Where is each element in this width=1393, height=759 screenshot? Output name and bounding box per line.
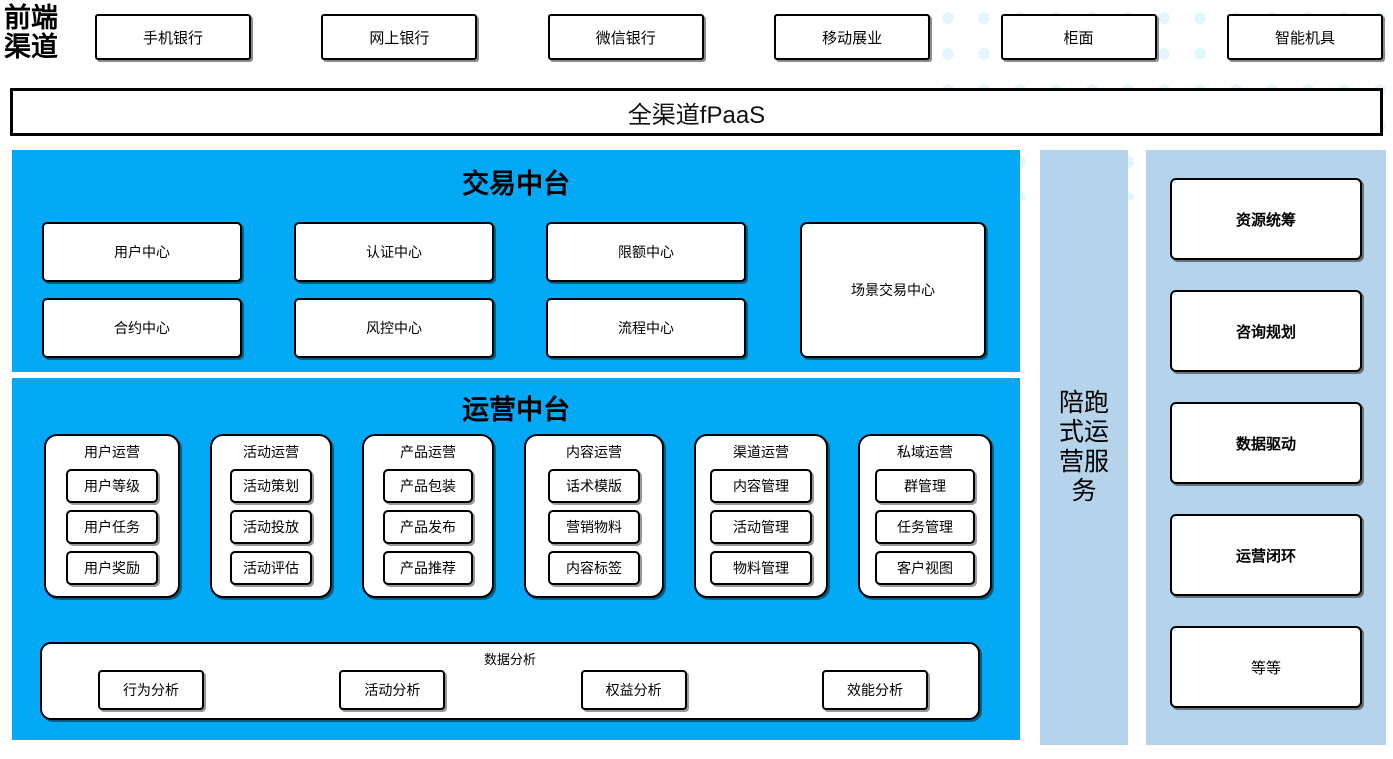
trade-module-limit-center[interactable]: 限额中心 bbox=[546, 222, 746, 282]
data-analysis-panel: 数据分析 行为分析 活动分析 权益分析 效能分析 bbox=[40, 642, 980, 720]
ops-item-material-management[interactable]: 物料管理 bbox=[710, 551, 812, 585]
channel-box-mobile-bank[interactable]: 手机银行 bbox=[95, 14, 251, 60]
ops-item-campaign-delivery[interactable]: 活动投放 bbox=[230, 510, 312, 544]
trade-module-contract-center[interactable]: 合约中心 bbox=[42, 298, 242, 358]
channel-box-counter[interactable]: 柜面 bbox=[1000, 14, 1157, 60]
service-column-label: 陪跑式运营服务 bbox=[1058, 388, 1109, 506]
data-analysis-item-campaign[interactable]: 活动分析 bbox=[339, 670, 446, 710]
ops-column-title: 产品运营 bbox=[400, 444, 456, 460]
front-channel-label-line2: 渠道 bbox=[4, 32, 58, 63]
service-column: 陪跑式运营服务 bbox=[1040, 150, 1128, 745]
operations-column-group: 用户运营 用户等级 用户任务 用户奖励 活动运营 活动策划 活动投放 活动评估 … bbox=[44, 434, 992, 598]
operations-center-panel: 运营中台 用户运营 用户等级 用户任务 用户奖励 活动运营 活动策划 活动投放 … bbox=[12, 378, 1020, 740]
ops-column-campaign-operations[interactable]: 活动运营 活动策划 活动投放 活动评估 bbox=[210, 434, 332, 598]
data-analysis-title: 数据分析 bbox=[483, 652, 536, 667]
pillar-etc[interactable]: 等等 bbox=[1170, 626, 1362, 708]
trade-module-scene-transaction-center[interactable]: 场景交易中心 bbox=[800, 222, 986, 358]
ops-item-campaign-planning[interactable]: 活动策划 bbox=[230, 469, 312, 503]
ops-item-campaign-management[interactable]: 活动管理 bbox=[710, 510, 812, 544]
ops-column-content-operations[interactable]: 内容运营 话术模版 营销物料 内容标签 bbox=[524, 434, 664, 598]
pillar-operations-closed-loop[interactable]: 运营闭环 bbox=[1170, 514, 1362, 596]
data-analysis-item-efficiency[interactable]: 效能分析 bbox=[821, 670, 928, 710]
ops-column-product-operations[interactable]: 产品运营 产品包装 产品发布 产品推荐 bbox=[362, 434, 494, 598]
trade-module-risk-center[interactable]: 风控中心 bbox=[294, 298, 494, 358]
ops-item-user-reward[interactable]: 用户奖励 bbox=[66, 551, 158, 585]
data-analysis-item-behavior[interactable]: 行为分析 bbox=[98, 670, 204, 710]
pillar-consulting-planning[interactable]: 咨询规划 bbox=[1170, 290, 1362, 372]
pillars-panel: 资源统筹 咨询规划 数据驱动 运营闭环 等等 bbox=[1146, 150, 1386, 745]
channel-box-smart-device[interactable]: 智能机具 bbox=[1226, 14, 1383, 60]
data-analysis-item-benefit[interactable]: 权益分析 bbox=[580, 670, 687, 710]
trade-module-process-center[interactable]: 流程中心 bbox=[546, 298, 746, 358]
pillar-data-driven[interactable]: 数据驱动 bbox=[1170, 402, 1362, 484]
ops-item-customer-view[interactable]: 客户视图 bbox=[875, 551, 975, 585]
ops-item-product-packaging[interactable]: 产品包装 bbox=[383, 469, 473, 503]
ops-item-user-level[interactable]: 用户等级 bbox=[66, 469, 158, 503]
ops-column-title: 渠道运营 bbox=[733, 444, 789, 460]
channel-row: 手机银行 网上银行 微信银行 移动展业 柜面 智能机具 bbox=[95, 14, 1383, 60]
pillar-resource-coordination[interactable]: 资源统筹 bbox=[1170, 178, 1362, 260]
trade-module-user-center[interactable]: 用户中心 bbox=[42, 222, 242, 282]
ops-item-content-management[interactable]: 内容管理 bbox=[710, 469, 812, 503]
channel-box-mobile-business[interactable]: 移动展业 bbox=[774, 14, 931, 60]
trade-center-title: 交易中台 bbox=[462, 169, 570, 199]
fpaas-bar[interactable]: 全渠道fPaaS bbox=[10, 88, 1383, 136]
ops-column-title: 私域运营 bbox=[897, 444, 953, 460]
ops-item-user-task[interactable]: 用户任务 bbox=[66, 510, 158, 544]
ops-column-user-operations[interactable]: 用户运营 用户等级 用户任务 用户奖励 bbox=[44, 434, 180, 598]
ops-item-campaign-evaluation[interactable]: 活动评估 bbox=[230, 551, 312, 585]
ops-column-private-domain-operations[interactable]: 私域运营 群管理 任务管理 客户视图 bbox=[858, 434, 992, 598]
data-analysis-item-group: 行为分析 活动分析 权益分析 效能分析 bbox=[98, 670, 928, 710]
ops-item-script-template[interactable]: 话术模版 bbox=[548, 469, 640, 503]
ops-item-content-tag[interactable]: 内容标签 bbox=[548, 551, 640, 585]
channel-box-wechat-bank[interactable]: 微信银行 bbox=[547, 14, 704, 60]
front-channel-label-line1: 前端 bbox=[4, 3, 58, 33]
ops-item-marketing-material[interactable]: 营销物料 bbox=[548, 510, 640, 544]
trade-module-auth-center[interactable]: 认证中心 bbox=[294, 222, 494, 282]
ops-item-group-management[interactable]: 群管理 bbox=[875, 469, 975, 503]
ops-item-task-management[interactable]: 任务管理 bbox=[875, 510, 975, 544]
front-channel-label: 前端 渠道 bbox=[4, 3, 84, 63]
ops-column-title: 活动运营 bbox=[243, 444, 299, 460]
ops-column-title: 用户运营 bbox=[84, 444, 140, 460]
trade-center-module-grid: 用户中心 认证中心 限额中心 合约中心 风控中心 流程中心 bbox=[42, 222, 797, 358]
operations-center-title: 运营中台 bbox=[462, 395, 570, 425]
ops-column-title: 内容运营 bbox=[566, 444, 622, 460]
channel-box-online-bank[interactable]: 网上银行 bbox=[321, 14, 478, 60]
ops-column-channel-operations[interactable]: 渠道运营 内容管理 活动管理 物料管理 bbox=[694, 434, 828, 598]
ops-item-product-release[interactable]: 产品发布 bbox=[383, 510, 473, 544]
pillars-list: 资源统筹 咨询规划 数据驱动 运营闭环 等等 bbox=[1170, 178, 1362, 708]
ops-item-product-recommendation[interactable]: 产品推荐 bbox=[383, 551, 473, 585]
